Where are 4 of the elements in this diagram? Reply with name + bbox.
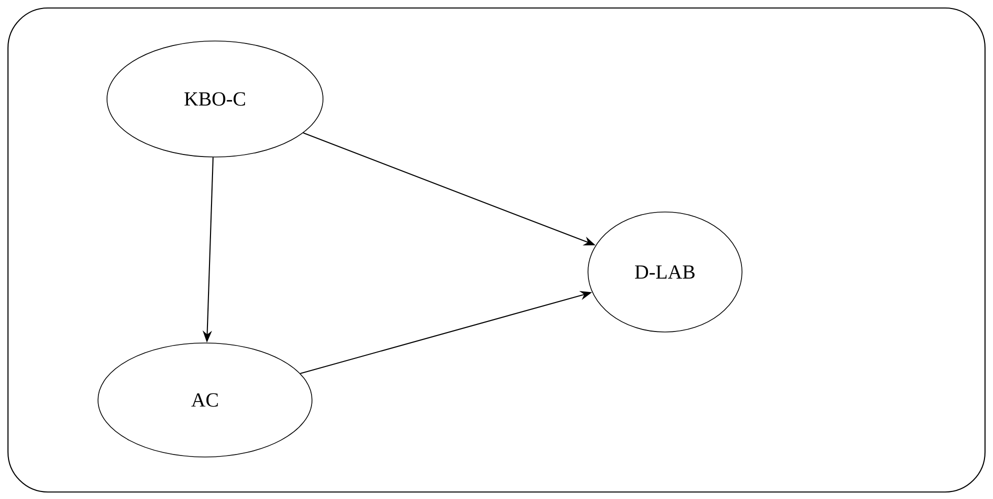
ellipse-node: AC <box>98 342 312 458</box>
ellipse-node: D-LAB <box>588 212 742 332</box>
ellipse-node: KBO-C <box>106 40 324 158</box>
frame-box <box>7 7 986 493</box>
